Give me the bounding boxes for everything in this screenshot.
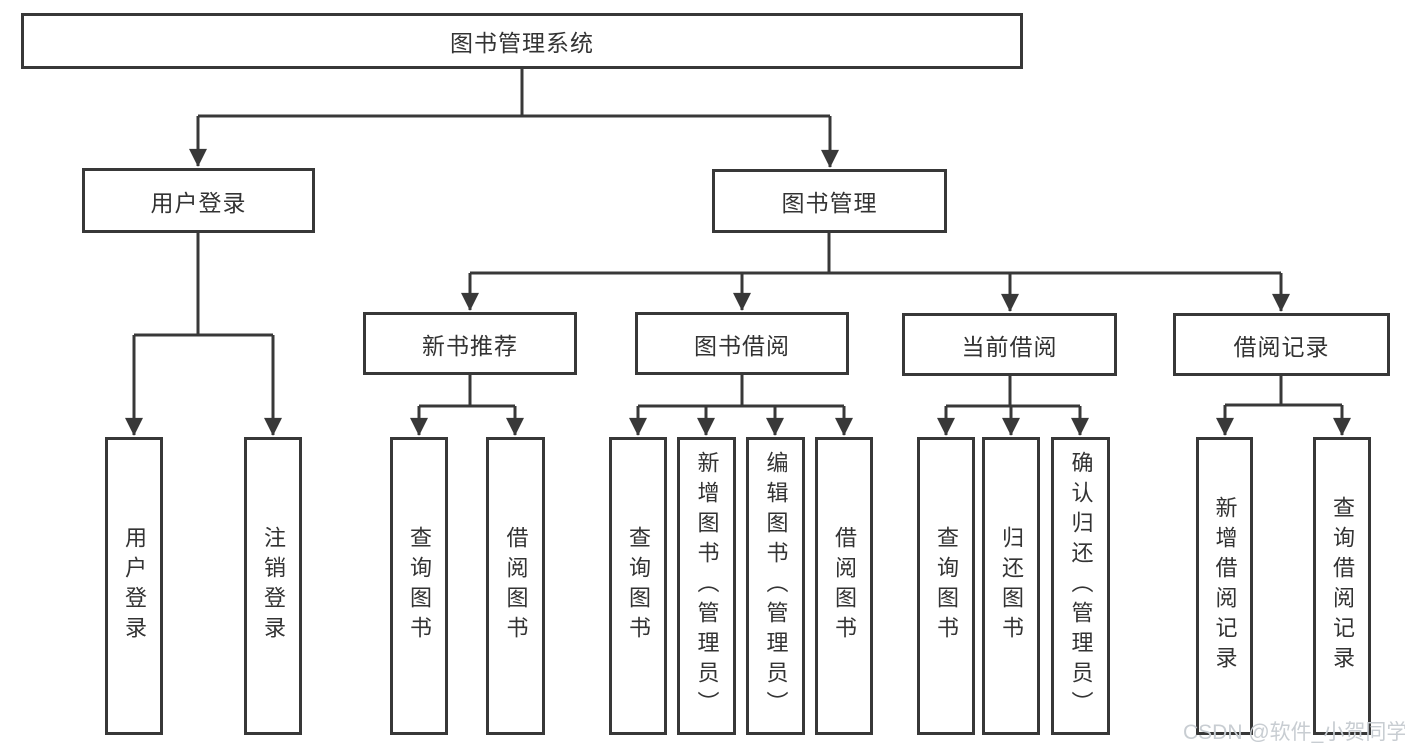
leaf-borrow-books-recommend: 借阅图书 <box>486 437 545 735</box>
leaf-add-borrow-record: 新增借阅记录 <box>1196 437 1253 735</box>
node-user-login: 用户登录 <box>82 168 315 233</box>
leaf-user-login: 用户登录 <box>105 437 163 735</box>
leaf-confirm-return-admin: 确认归还（管理员） <box>1051 437 1110 735</box>
leaf-edit-book-admin: 编辑图书（管理员） <box>746 437 805 735</box>
leaf-add-book-admin: 新增图书（管理员） <box>677 437 736 735</box>
leaf-query-borrow-record: 查询借阅记录 <box>1313 437 1371 735</box>
node-borrow-records: 借阅记录 <box>1173 313 1390 376</box>
leaf-return-book: 归还图书 <box>982 437 1040 735</box>
node-book-borrow: 图书借阅 <box>635 312 849 375</box>
node-new-book-recommend: 新书推荐 <box>363 312 577 375</box>
leaf-logout: 注销登录 <box>244 437 302 735</box>
node-current-borrow: 当前借阅 <box>902 313 1117 376</box>
leaf-query-books-current: 查询图书 <box>917 437 975 735</box>
csdn-watermark: CSDN @软件_小贺同学 <box>1183 721 1405 744</box>
leaf-query-books-recommend: 查询图书 <box>390 437 448 735</box>
node-book-mgmt: 图书管理 <box>712 169 947 233</box>
leaf-query-books-borrow: 查询图书 <box>609 437 667 735</box>
leaf-borrow-books: 借阅图书 <box>815 437 873 735</box>
node-root: 图书管理系统 <box>21 13 1023 69</box>
